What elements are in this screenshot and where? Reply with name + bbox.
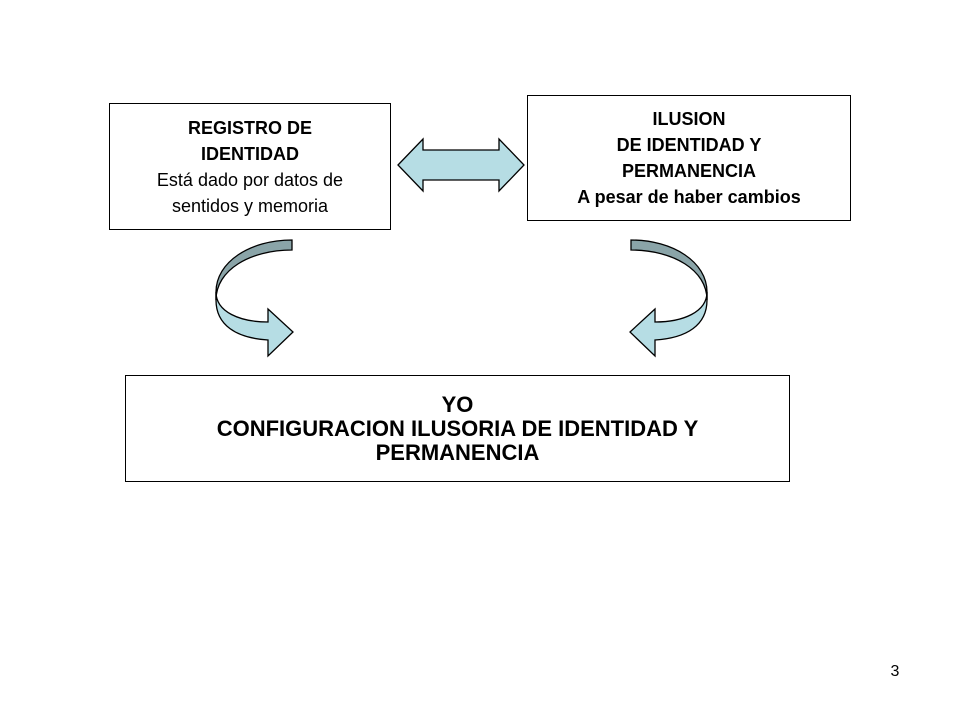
yo-title: YO — [441, 391, 474, 417]
ilusion-line3: PERMANENCIA — [621, 161, 756, 181]
registro-body-line1: Está dado por datos de — [156, 169, 344, 190]
curved-arrow-left-icon — [215, 239, 294, 358]
registro-title: REGISTRO DE IDENTIDAD — [187, 117, 312, 164]
ilusion-line4: A pesar de haber cambios — [577, 187, 801, 207]
registro-box: REGISTRO DE IDENTIDAD Está dado por dato… — [109, 103, 391, 230]
curved-arrow-right-icon — [629, 239, 708, 358]
yo-box: YO CONFIGURACION ILUSORIA DE IDENTIDAD Y… — [125, 375, 790, 482]
double-arrow-icon — [397, 137, 525, 193]
registro-body-line2: sentidos y memoria — [171, 195, 329, 216]
ilusion-line1: ILUSION — [652, 109, 726, 129]
page-number: 3 — [890, 663, 900, 680]
yo-line2: CONFIGURACION ILUSORIA DE IDENTIDAD Y — [216, 415, 699, 441]
yo-line3: PERMANENCIA — [375, 439, 540, 465]
ilusion-box: ILUSION DE IDENTIDAD Y PERMANENCIA A pes… — [527, 95, 851, 221]
ilusion-line2: DE IDENTIDAD Y — [616, 135, 762, 155]
